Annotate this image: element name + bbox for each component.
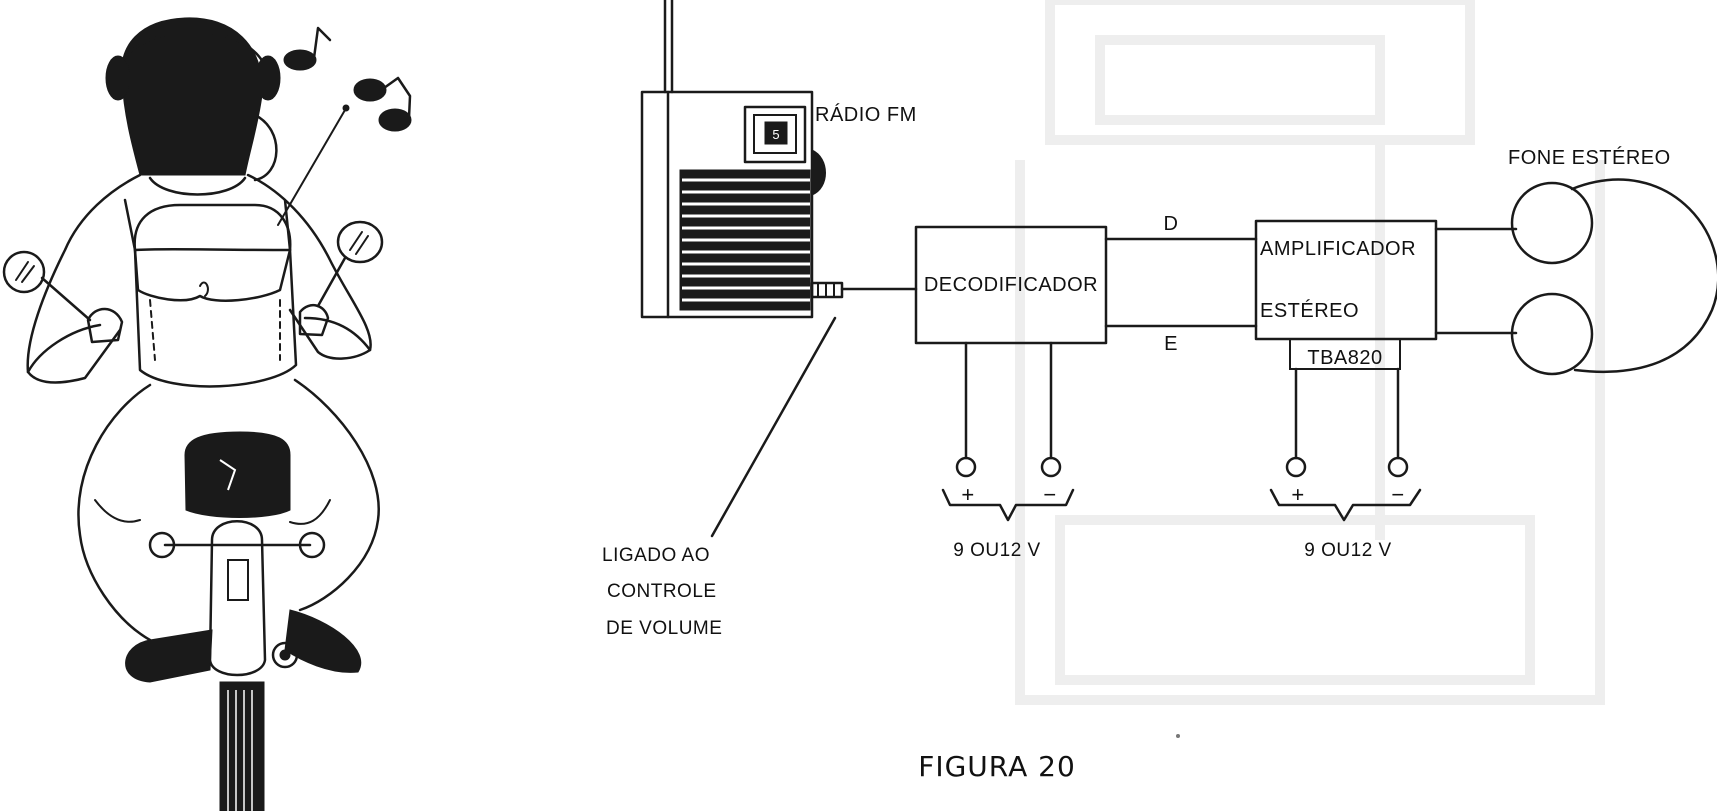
amplifier-chip-box (1289, 338, 1401, 370)
figure-caption: FIGURA 20 (918, 750, 1076, 783)
right-boot (284, 609, 361, 673)
decoder-plus-terminal (955, 456, 977, 478)
volume-note-line1: LIGADO AO (602, 545, 710, 566)
decoder-minus-sign: − (1043, 482, 1056, 507)
channel-e-label: E (1164, 333, 1178, 355)
motorcycle-headlight (208, 520, 267, 677)
decoder-minus-terminal (1040, 456, 1062, 478)
decoder-voltage: 9 OU12 V (953, 540, 1040, 561)
decoder-block (914, 225, 1108, 345)
amplifier-brace (1269, 488, 1422, 522)
decoder-power-supply (941, 341, 1075, 522)
volume-control-pointer (710, 316, 837, 538)
music-note-icon (283, 26, 332, 71)
left-boot (125, 629, 213, 683)
backpack (133, 203, 298, 388)
volume-note-line2: CONTROLE (607, 581, 717, 602)
rider-headphone-left-cup (105, 55, 131, 101)
radio-dial (743, 105, 807, 164)
volume-note-line3: DE VOLUME (606, 618, 722, 639)
decoder-label: DECODIFICADOR (924, 274, 1098, 296)
radio-dial-digit: 5 (772, 127, 779, 142)
radio-label: RÁDIO FM (815, 103, 917, 126)
amplifier-plus-sign: + (1291, 482, 1304, 507)
amplifier-label-line1: AMPLIFICADOR (1260, 238, 1416, 260)
radio-speaker-grille (679, 169, 811, 311)
channel-d-label: D (1164, 213, 1179, 235)
radio-body (640, 90, 814, 319)
radio-fm: 5 (640, 0, 844, 319)
motorcycle-seat (184, 431, 291, 518)
amplifier-minus-sign: − (1391, 482, 1404, 507)
left-mirror (2, 250, 92, 322)
headphones-icon (1510, 178, 1717, 376)
headphones-label: FONE ESTÉREO (1508, 146, 1671, 169)
decoder-plus-sign: + (961, 482, 974, 507)
amplifier-plus-terminal (1285, 456, 1307, 478)
amplifier-minus-terminal (1387, 456, 1409, 478)
amplifier-label-line2: ESTÉREO (1260, 299, 1359, 322)
rider-headphone-right-cup (255, 55, 281, 101)
music-note-icon (353, 76, 412, 132)
amplifier-power-supply (1269, 367, 1422, 522)
rider-headphone-band (116, 30, 270, 77)
decoder-brace (941, 488, 1075, 522)
amplifier-chip-label: TBA820 (1307, 347, 1382, 369)
right-mirror (316, 220, 384, 308)
amplifier-voltage: 9 OU12 V (1304, 540, 1391, 561)
motorcycle-front-wheel (219, 681, 265, 811)
motorcyclist-illustration (2, 17, 412, 811)
